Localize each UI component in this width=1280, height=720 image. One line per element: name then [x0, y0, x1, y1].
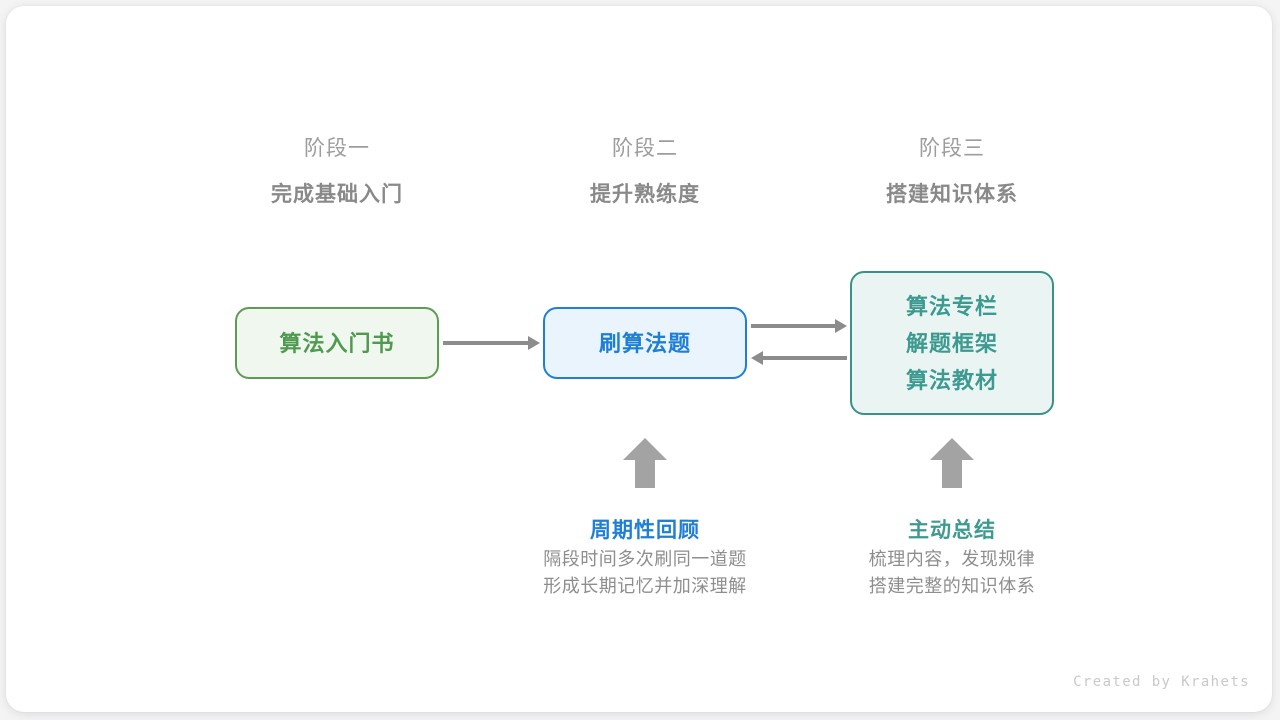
stage-header-3: 阶段三 搭建知识体系 [822, 134, 1082, 210]
arrow-head [930, 438, 974, 460]
arrow-head [623, 438, 667, 460]
node-line: 解题框架 [905, 330, 998, 356]
arrow-up-icon [930, 438, 974, 488]
arrow-up-icon [623, 438, 667, 488]
arrow-head [528, 336, 540, 350]
arrow-head [835, 319, 847, 333]
node-line: 算法教材 [905, 367, 998, 393]
node-intro-book[interactable]: 算法入门书 [235, 307, 439, 379]
stage-title-label: 搭建知识体系 [886, 183, 1018, 206]
node-line: 算法入门书 [279, 330, 395, 356]
node-line: 算法专栏 [905, 293, 998, 319]
arrow-left-icon [751, 351, 847, 365]
arrow-head [751, 351, 763, 365]
stage-index-label: 阶段三 [919, 137, 985, 160]
node-resources[interactable]: 算法专栏 解题框架 算法教材 [850, 271, 1054, 415]
note-title: 周期性回顾 [590, 519, 700, 542]
note-desc-line: 梳理内容，发现规律 [868, 549, 1036, 569]
arrow-right-icon [443, 336, 540, 350]
stage-index-label: 阶段二 [612, 137, 678, 160]
arrow-shaft [443, 341, 529, 345]
node-line: 刷算法题 [598, 330, 691, 356]
note-desc-line: 隔段时间多次刷同一道题 [543, 549, 747, 569]
diagram-canvas: 阶段一 完成基础入门 阶段二 提升熟练度 阶段三 搭建知识体系 算法入门书 刷算… [6, 6, 1272, 712]
node-practice[interactable]: 刷算法题 [543, 307, 747, 379]
note-summary: 主动总结 梳理内容，发现规律 搭建完整的知识体系 [802, 516, 1102, 600]
stage-header-1: 阶段一 完成基础入门 [207, 134, 467, 210]
arrow-right-icon [751, 319, 847, 333]
note-review: 周期性回顾 隔段时间多次刷同一道题 形成长期记忆并加深理解 [495, 516, 795, 600]
arrow-shaft [751, 324, 836, 328]
note-title: 主动总结 [908, 519, 996, 542]
arrow-shaft [942, 459, 962, 488]
credit-label: Created by Krahets [1073, 674, 1250, 690]
stage-title-label: 提升熟练度 [590, 183, 700, 206]
arrow-shaft [635, 459, 655, 488]
arrow-shaft [762, 356, 847, 360]
note-desc-line: 形成长期记忆并加深理解 [543, 576, 747, 596]
stage-title-label: 完成基础入门 [271, 183, 403, 206]
stage-header-2: 阶段二 提升熟练度 [515, 134, 775, 210]
stage-index-label: 阶段一 [304, 137, 370, 160]
note-desc-line: 搭建完整的知识体系 [868, 576, 1036, 596]
